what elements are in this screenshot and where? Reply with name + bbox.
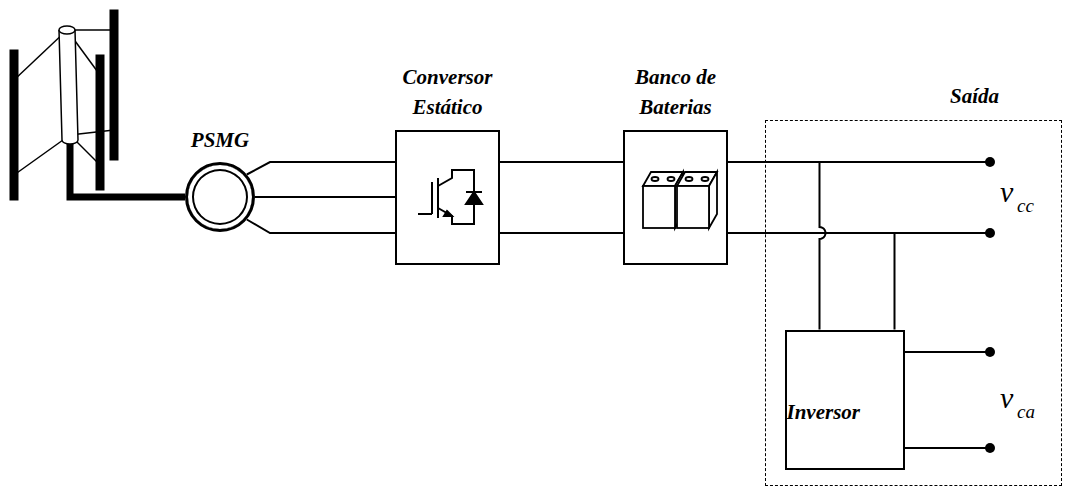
turbine-blade (10, 50, 18, 200)
turbine-hub (59, 30, 78, 144)
converter-box: Conversor Estático (395, 130, 500, 265)
wire (247, 162, 395, 175)
wire (255, 196, 395, 198)
wire (728, 233, 895, 330)
box-heading: Saída (950, 82, 999, 111)
battery-icon (643, 172, 717, 228)
turbine-blade (110, 10, 118, 160)
output-region: SaídaInversor (765, 120, 1062, 486)
signal-subscript: cc (1017, 196, 1034, 215)
turbine-hub-top (59, 26, 75, 34)
turbine-shaft (70, 144, 185, 197)
box-heading: Banco de Baterias (624, 63, 727, 122)
wire (500, 161, 623, 163)
inverter-box: Inversor (785, 330, 905, 470)
battery-box: Banco de Baterias (623, 130, 728, 265)
box-heading: PSMG (190, 126, 251, 155)
wire (247, 219, 395, 233)
box-heading: Conversor Estático (396, 63, 499, 122)
signal-subscript: ca (1017, 402, 1035, 421)
signal-name: v (1000, 383, 1013, 413)
turbine-blade (96, 55, 104, 190)
signal-name: v (1000, 177, 1013, 207)
igbt-symbol (418, 170, 482, 224)
wire (728, 162, 826, 330)
wind-turbine (10, 10, 185, 200)
generator-circle: PSMG (185, 162, 255, 232)
terminal-dots (985, 157, 995, 453)
wire (500, 232, 623, 234)
